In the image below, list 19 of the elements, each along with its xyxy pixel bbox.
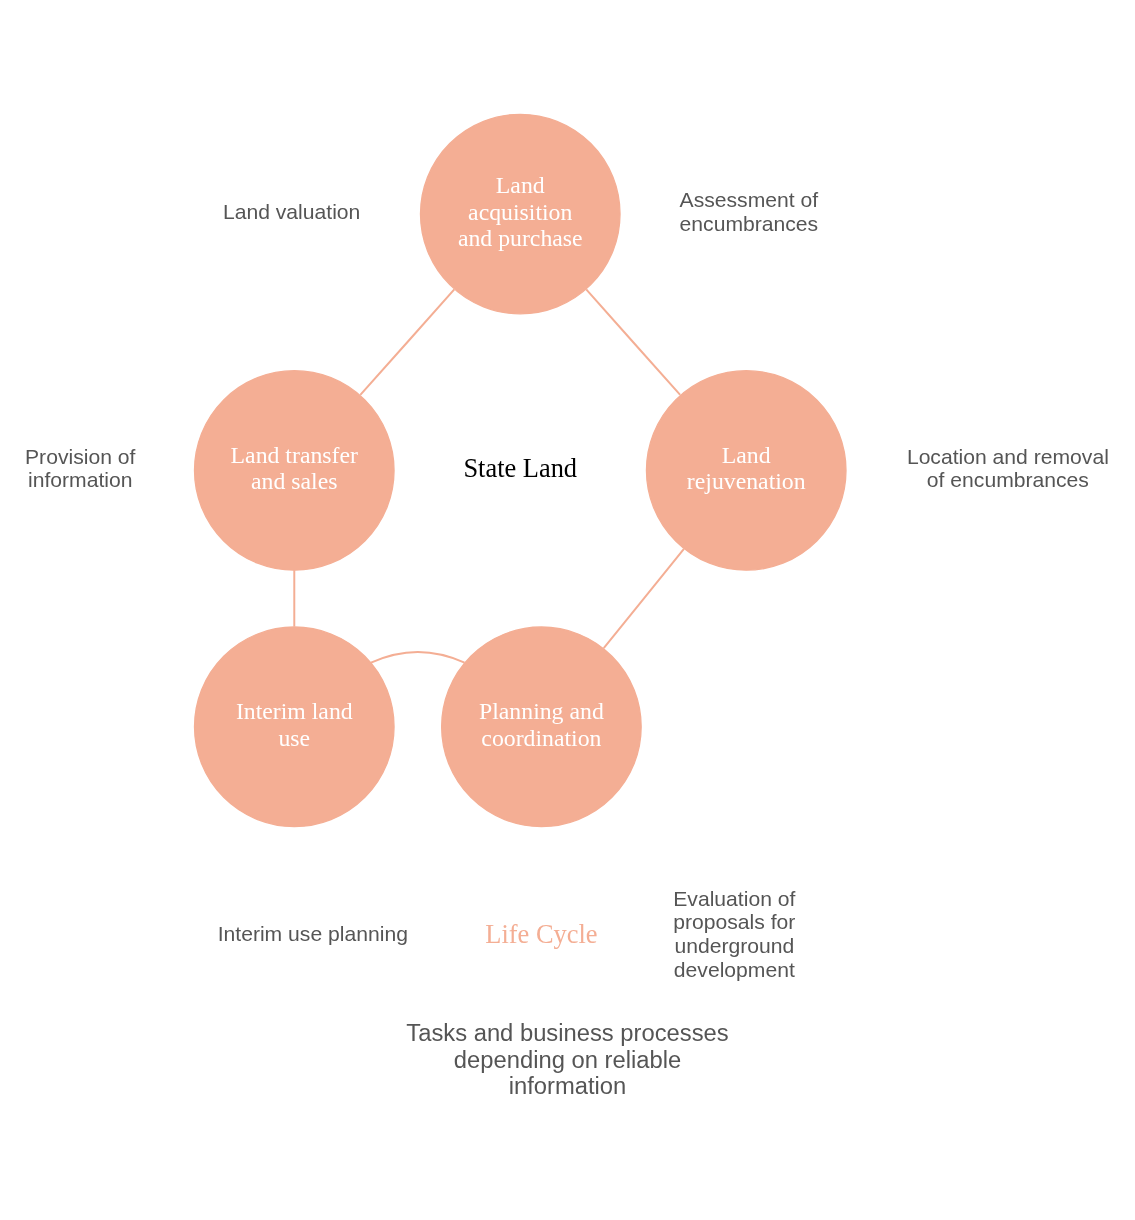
label: Land valuation — [222, 199, 361, 223]
connector — [602, 547, 685, 649]
connector — [585, 287, 682, 396]
label: Location and removal of encumbrances — [906, 444, 1109, 491]
node-circle: Interim land use — [193, 625, 395, 827]
connector — [293, 568, 296, 628]
label: Provision of information — [25, 444, 136, 491]
label: Interim use planning — [217, 921, 408, 945]
connector — [370, 650, 466, 664]
label: Life Cycle — [485, 918, 598, 949]
node-circle: Land acquisition and purchase — [419, 113, 621, 314]
label: State Land — [463, 452, 578, 483]
caption: Tasks and business processes depending on reliable information — [406, 1018, 729, 1099]
connector — [359, 287, 456, 396]
node-circle: Land transfer and sales — [193, 369, 395, 571]
node-circle: Land rejuvenation — [645, 369, 847, 571]
label: Assessment of encumbrances — [679, 187, 819, 235]
label: Evaluation of proposals for underground development — [673, 886, 796, 981]
node-circle: Planning and coordination — [440, 625, 642, 827]
